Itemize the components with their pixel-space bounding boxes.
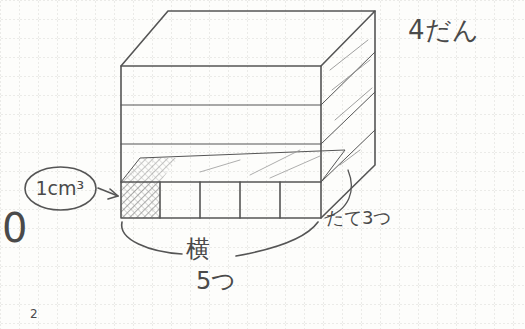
margin-note: 2 — [30, 308, 38, 321]
callout-outline — [25, 167, 96, 210]
cube-divider — [279, 182, 281, 218]
front-face — [121, 66, 321, 218]
unit-cube-shading — [121, 158, 178, 182]
unit-cube-shading — [121, 182, 160, 218]
cube-divider — [159, 182, 161, 218]
layer-line — [321, 52, 375, 105]
layer-line — [121, 143, 321, 144]
bottom-layer-top — [121, 150, 345, 182]
pencil-shading — [330, 40, 372, 165]
cube-divider — [239, 182, 241, 218]
layer-line — [321, 130, 375, 182]
unit-callout: 1cm³ — [24, 166, 97, 211]
width-count: 5つ — [196, 268, 236, 294]
layer-count: 4だん — [408, 16, 479, 45]
unit-text: 1cm³ — [36, 178, 85, 199]
layer-line — [121, 181, 321, 183]
partial-number: 0 — [2, 206, 27, 250]
top-face — [121, 11, 375, 66]
width-label: 横 — [186, 236, 210, 262]
leader-arrowhead — [108, 189, 118, 199]
layer-line — [321, 92, 375, 144]
layer-line — [121, 104, 321, 105]
width-bracket — [236, 222, 318, 256]
pencil-shading — [200, 150, 320, 178]
right-face — [321, 11, 375, 218]
cube-divider — [199, 182, 201, 218]
depth-count: たて3つ — [326, 208, 391, 228]
width-bracket — [122, 222, 182, 254]
leader-line — [98, 188, 118, 196]
